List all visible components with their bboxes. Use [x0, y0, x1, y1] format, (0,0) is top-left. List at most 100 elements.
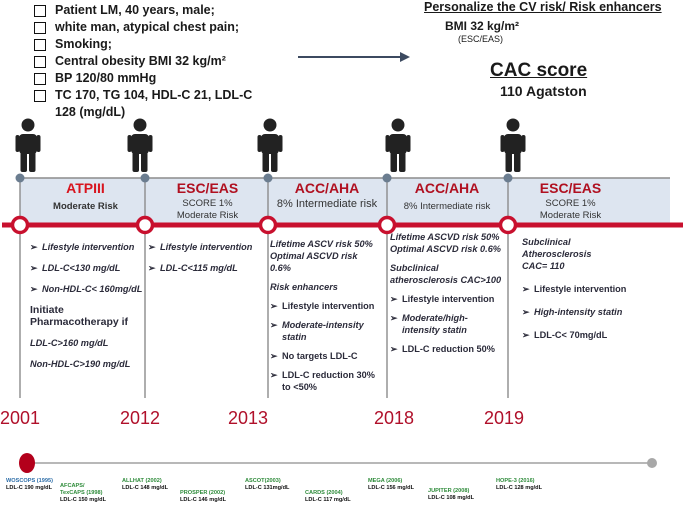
recommendation-text: Lifestyle intervention: [534, 284, 627, 294]
recommendation-item: Non-HDL-C>190 mg/dL: [30, 358, 150, 370]
recommendation-item: Risk enhancers: [270, 281, 382, 293]
study-label: CARDS (2004)LDL-C 117 mg/dL: [305, 490, 351, 504]
study-ldl-value: LDL-C 148 mg/dL: [122, 485, 168, 491]
study-ldl-value: LDL-C 156 mg/dL: [368, 485, 414, 491]
recommendation-text: Lifestyle intervention: [42, 242, 135, 252]
study-label: AFCAPS/ TexCAPS (1998)LDL-C 150 mg/dL: [60, 483, 106, 504]
recommendation-item: Lifetime ASCVD risk 50% Optimal ASCVD ri…: [390, 231, 505, 255]
timeline-band: [20, 178, 670, 225]
study-ldl-value: LDL-C 108 mg/dL: [428, 495, 474, 501]
person-icon: [15, 118, 41, 172]
recommendation-text: Non-HDL-C>190 mg/dL: [30, 359, 131, 369]
recommendation-item: Subclinical Atherosclerosis CAC= 110: [522, 236, 642, 272]
year-label: 2018: [374, 408, 414, 428]
checkbox-icon: [34, 22, 46, 34]
recommendation-item: ➢ Lifestyle intervention: [270, 300, 382, 312]
guideline-name: ESC/EAS: [539, 180, 602, 196]
study-ldl-value: LDL-C 117 mg/dL: [305, 497, 351, 503]
timeline-dot: [15, 173, 25, 183]
guideline-name: ESC/EAS: [176, 180, 239, 196]
year-label: 2019: [484, 408, 524, 428]
arrow-bullet-icon: ➢: [390, 344, 398, 354]
study-name: CARDS (2004): [305, 490, 343, 496]
person-icon: [257, 118, 283, 172]
arrow-bullet-icon: ➢: [30, 242, 38, 252]
study-name: MEGA (2006): [368, 478, 403, 484]
patient-item: Patient LM, 40 years, male;: [34, 2, 252, 19]
recommendation-column: ➢ Lifestyle intervention ➢ LDL-C<130 mg/dL ➢…: [30, 241, 150, 379]
person-icon: [500, 118, 526, 172]
arrow-bullet-icon: ➢: [30, 284, 38, 294]
recommendation-text: Subclinical atherosclerosis CAC>100: [390, 263, 502, 285]
checkbox-icon: [34, 56, 46, 68]
recommendation-text: LDL-C reduction 50%: [402, 344, 495, 354]
recommendation-item: ➢ Non-HDL-C< 160mg/dL: [30, 283, 150, 295]
study-timeline-start-dot: [19, 453, 35, 473]
study-label: MEGA (2006)LDL-C 156 mg/dL: [368, 478, 414, 492]
study-timeline-end-dot: [647, 458, 657, 468]
recommendation-item: Subclinical atherosclerosis CAC>100: [390, 262, 505, 286]
recommendation-item: ➢Lifestyle intervention: [390, 293, 505, 305]
patient-item-text: BP 120/80 mmHg: [55, 71, 157, 85]
cac-value: 110 Agatston: [500, 83, 587, 99]
recommendation-text: LDL-C< 70mg/dL: [534, 330, 608, 340]
study-ldl-value: LDL-C 128 mg/dL: [496, 485, 542, 491]
recommendation-text: Moderate-intensity statin: [282, 320, 364, 342]
study-ldl-value: LDL-C 190 mg/dL: [6, 485, 52, 491]
timeline-dot: [503, 173, 513, 183]
study-name: JUPITER (2008): [428, 488, 470, 494]
recommendation-text: Lifetime ASCV risk 50% Optimal ASCVD ris…: [270, 239, 373, 273]
patient-item-text: white man, atypical chest pain;: [55, 20, 240, 34]
arrow-bullet-icon: ➢: [148, 263, 156, 273]
study-ldl-value: LDL-C 131mg/dL: [245, 485, 290, 491]
personalize-title: Personalize the CV risk/ Risk enhancers: [424, 0, 662, 14]
guideline-risk: 8% Intermediate risk: [403, 201, 491, 212]
recommendation-item: ➢ LDL-C reduction 50%: [390, 343, 505, 355]
timeline-ring: [10, 215, 30, 235]
patient-item: Smoking;: [34, 36, 252, 53]
study-name: PROSPER (2002): [180, 490, 226, 496]
study-label: ASCOT(2003)LDL-C 131mg/dL: [245, 478, 289, 492]
recommendation-text: LDL-C<130 mg/dL: [42, 263, 121, 273]
recommendation-text: No targets LDL-C: [282, 351, 358, 361]
recommendation-text: Non-HDL-C< 160mg/dL: [42, 284, 143, 294]
arrow-bullet-icon: ➢: [30, 263, 38, 273]
study-name: ALLHAT (2002): [122, 478, 162, 484]
recommendation-column: Lifetime ASCV risk 50% Optimal ASCVD ris…: [270, 238, 382, 400]
recommendation-text: Lifestyle intervention: [282, 301, 375, 311]
patient-item-text: TC 170, TG 104, HDL-C 21, LDL-C 128 (mg/…: [55, 88, 253, 119]
recommendation-text: High-intensity statin: [534, 307, 623, 317]
study-name: HOPE-3 (2016): [496, 478, 535, 484]
timeline-dot: [382, 173, 392, 183]
patient-checklist: Patient LM, 40 years, male;white man, at…: [34, 2, 252, 121]
study-ldl-value: LDL-C 150 mg/dL: [60, 497, 106, 503]
recommendation-text: Risk enhancers: [270, 282, 338, 292]
checkbox-icon: [34, 73, 46, 85]
recommendation-text: Subclinical Atherosclerosis CAC= 110: [522, 237, 592, 271]
study-name: WOSCOPS (1995): [6, 478, 53, 484]
recommendation-item: ➢No targets LDL-C: [270, 350, 382, 362]
recommendation-column: ➢Lifestyle intervention ➢LDL-C<115 mg/dL: [148, 241, 263, 283]
arrow-bullet-icon: ➢: [270, 301, 278, 311]
recommendation-item: ➢ Lifestyle intervention: [522, 283, 642, 295]
patient-item: white man, atypical chest pain;: [34, 19, 252, 36]
patient-item-text: Central obesity BMI 32 kg/m²: [55, 54, 226, 68]
timeline-ring: [377, 215, 397, 235]
patient-item: Central obesity BMI 32 kg/m²: [34, 53, 252, 70]
arrow-bullet-icon: ➢: [522, 284, 530, 294]
recommendation-item: ➢Lifestyle intervention: [148, 241, 263, 253]
recommendation-text: LDL-C reduction 30% to <50%: [282, 370, 375, 392]
arrow-bullet-icon: ➢: [148, 242, 156, 252]
timeline-ring: [498, 215, 518, 235]
recommendation-item: ➢LDL-C< 70mg/dL: [522, 329, 642, 341]
arrow-bullet-icon: ➢: [270, 370, 278, 380]
timeline-dot: [140, 173, 150, 183]
study-ldl-value: LDL-C 146 mg/dL: [180, 497, 226, 503]
cac-title: CAC score: [490, 60, 588, 81]
recommendation-item: ➢ LDL-C reduction 30% to <50%: [270, 369, 382, 393]
recommendation-item: ➢LDL-C<115 mg/dL: [148, 262, 263, 274]
patient-item: BP 120/80 mmHg: [34, 70, 252, 87]
bmi-text: BMI 32 kg/m²: [445, 19, 520, 33]
arrow-bullet-icon: ➢: [390, 294, 398, 304]
